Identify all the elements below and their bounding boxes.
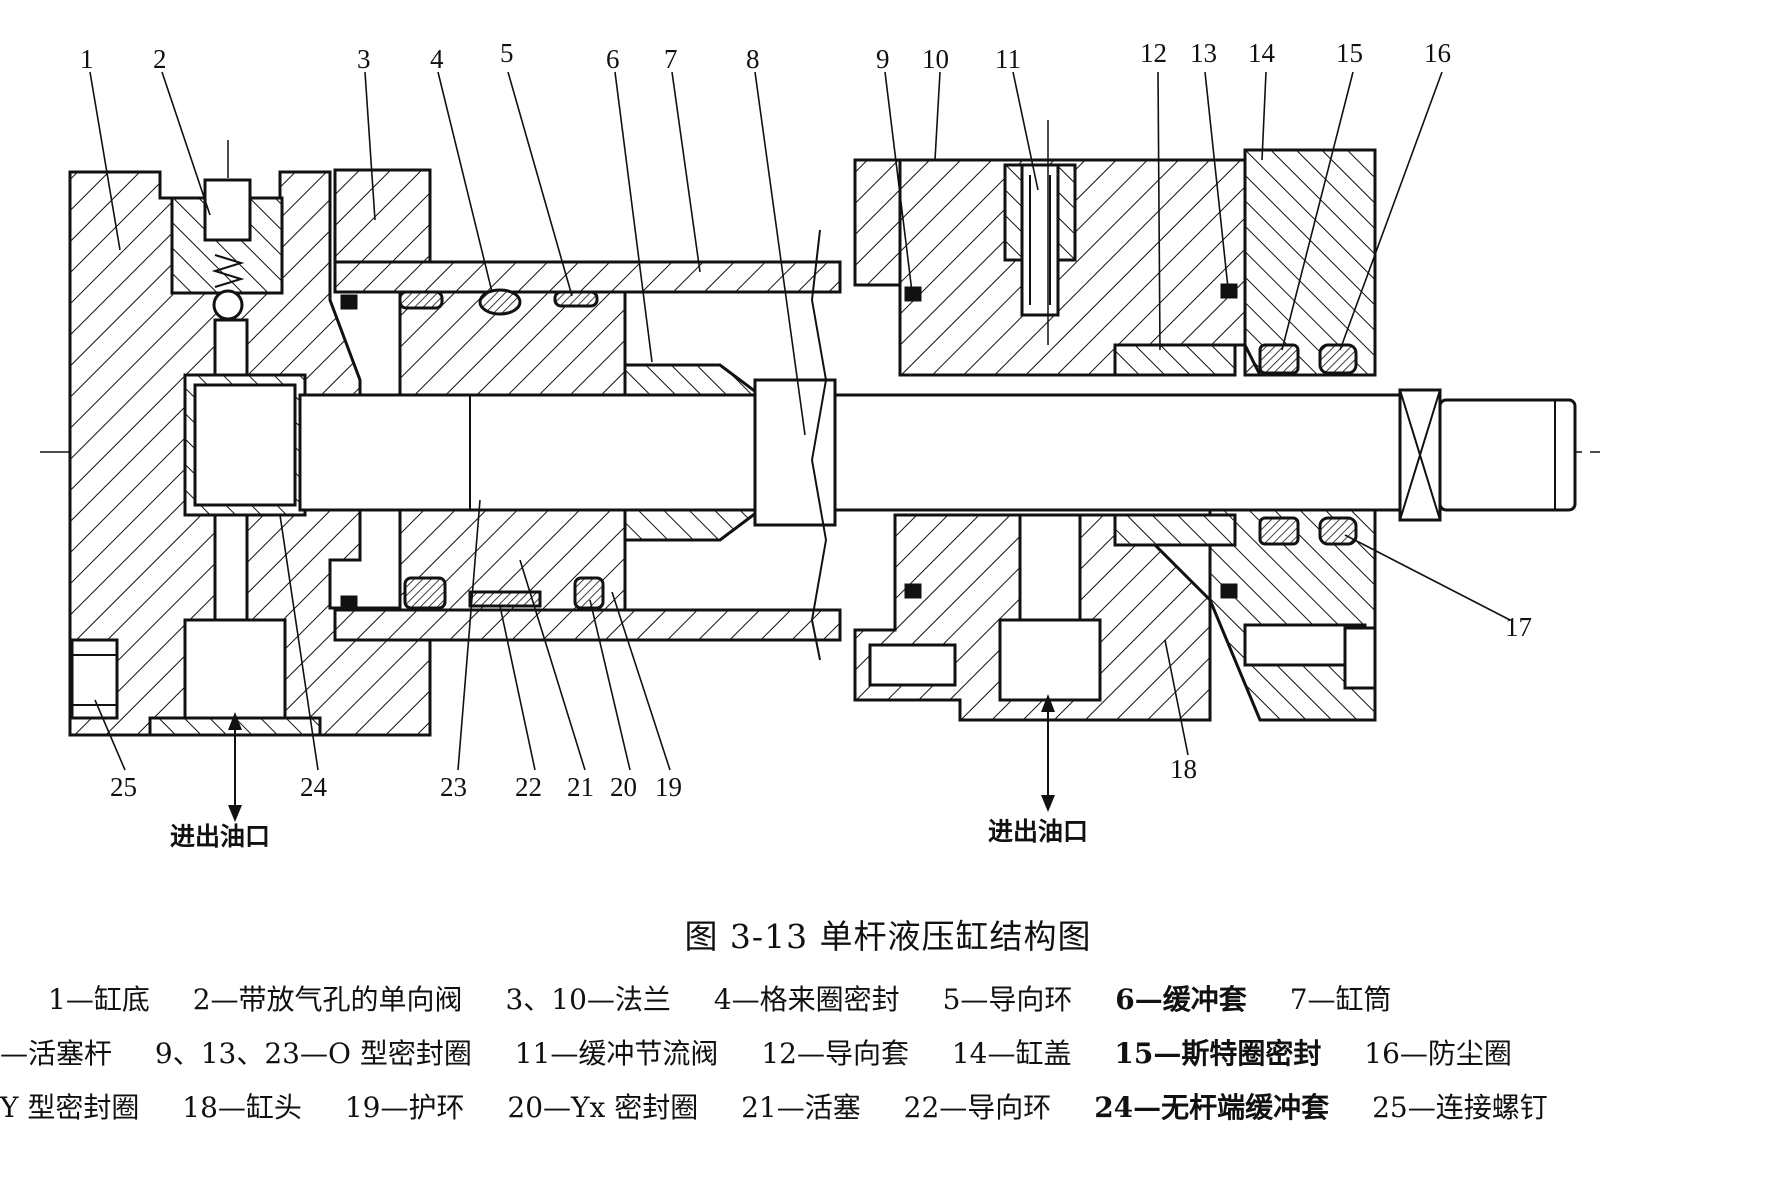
- legend-item: —活塞杆: [0, 1037, 113, 1070]
- y-seal-20: [573, 576, 605, 610]
- glyd-ring-seal: [398, 290, 444, 310]
- legend-line-1: 1—缸底 2—带放气孔的单向阀 3、10—法兰 4—格来圈密封 5—导向环 6—…: [48, 978, 1426, 1018]
- legend-item: 21—活塞: [741, 1091, 861, 1124]
- legend-item: 4—格来圈密封: [713, 983, 900, 1016]
- o-ring-top: [478, 288, 522, 316]
- cylinder-tube-bottom: [333, 608, 842, 642]
- guide-ring-top: [553, 290, 599, 308]
- guide-sleeve-part: [1113, 343, 1237, 377]
- cushion-sleeve-part: [623, 363, 765, 397]
- callout-13: 13: [1190, 38, 1217, 68]
- rod-end-thread: [1438, 398, 1577, 512]
- callout-4: 4: [430, 44, 444, 74]
- callout-2: 2: [153, 44, 167, 74]
- legend-line-3: Y 型密封圈 18—缸头 19—护环 20—Yx 密封圈 21—活塞 22—导向…: [0, 1086, 1582, 1126]
- callout-21: 21: [567, 772, 594, 802]
- legend-item: 12—导向套: [761, 1037, 909, 1070]
- callout-19: 19: [655, 772, 682, 802]
- callout-14: 14: [1248, 38, 1276, 68]
- callout-20: 20: [610, 772, 637, 802]
- callout-15: 15: [1336, 38, 1363, 68]
- callout-12: 12: [1140, 38, 1167, 68]
- callout-17: 17: [1505, 612, 1532, 642]
- legend-item: 22—导向环: [903, 1091, 1052, 1124]
- right-oil-passage: [1018, 513, 1082, 627]
- left-oil-port-label: 进出油口: [170, 822, 270, 851]
- legend-item: 20—Yx 密封圈: [507, 1091, 699, 1124]
- callout-10: 10: [922, 44, 949, 74]
- callout-25: 25: [110, 772, 137, 802]
- callout-9: 9: [876, 44, 890, 74]
- legend-item: 5—导向环: [942, 983, 1073, 1016]
- legend-item: 9、13、23—O 型密封圈: [154, 1037, 472, 1070]
- legend-item: 24—无杆端缓冲套: [1094, 1091, 1330, 1124]
- callout-1: 1: [80, 44, 94, 74]
- figure-caption: 图 3-13 单杆液压缸结构图: [684, 917, 1092, 956]
- callout-labels: 1 2 3 4 5 6 7 8 9 10 11 12 13 14 15 16 1…: [80, 38, 1532, 802]
- piston-rod-part: [298, 393, 1402, 512]
- stepseal: [1258, 343, 1300, 375]
- dust-ring: [1318, 343, 1358, 375]
- callout-24: 24: [300, 772, 328, 802]
- callout-18: 18: [1170, 754, 1197, 784]
- callout-22: 22: [515, 772, 542, 802]
- callout-16: 16: [1424, 38, 1451, 68]
- y-seal-left: [403, 576, 447, 610]
- legend-item: 7—缸筒: [1289, 983, 1392, 1016]
- right-oil-port-label: 进出油口: [988, 817, 1088, 846]
- legend-item: 19—护环: [344, 1091, 465, 1124]
- legend-item: 25—连接螺钉: [1372, 1091, 1548, 1124]
- legend-item: Y 型密封圈: [0, 1091, 140, 1124]
- callout-6: 6: [606, 44, 620, 74]
- legend-item: 18—缸头: [182, 1091, 302, 1124]
- hydraulic-cylinder-drawing: 1 2 3 4 5 6 7 8 9 10 11 12 13 14 15 16 1…: [40, 38, 1600, 851]
- legend-item: 16—防尘圈: [1364, 1037, 1512, 1070]
- callout-23: 23: [440, 772, 467, 802]
- callout-8: 8: [746, 44, 760, 74]
- legend-item: 15—斯特圈密封: [1114, 1037, 1322, 1070]
- callout-7: 7: [664, 44, 678, 74]
- cylinder-cover-part: [1243, 148, 1377, 377]
- callout-3: 3: [357, 44, 371, 74]
- legend-line-2: —活塞杆 9、13、23—O 型密封圈 11—缓冲节流阀 12—导向套 14—缸…: [0, 1032, 1546, 1072]
- legend-item: 3、10—法兰: [505, 983, 671, 1016]
- legend-item: 6—缓冲套: [1115, 983, 1247, 1016]
- callout-11: 11: [995, 44, 1021, 74]
- legend-item: 11—缓冲节流阀: [514, 1037, 719, 1070]
- legend-item: 2—带放气孔的单向阀: [192, 983, 463, 1016]
- guide-ring-22: [468, 590, 542, 608]
- break-line: [810, 229, 828, 661]
- legend-item: 1—缸底: [48, 983, 150, 1016]
- flange-left-part: [333, 168, 432, 264]
- legend-item: 14—缸盖: [951, 1037, 1072, 1070]
- callout-5: 5: [500, 38, 514, 68]
- connecting-screw-part: [70, 638, 119, 720]
